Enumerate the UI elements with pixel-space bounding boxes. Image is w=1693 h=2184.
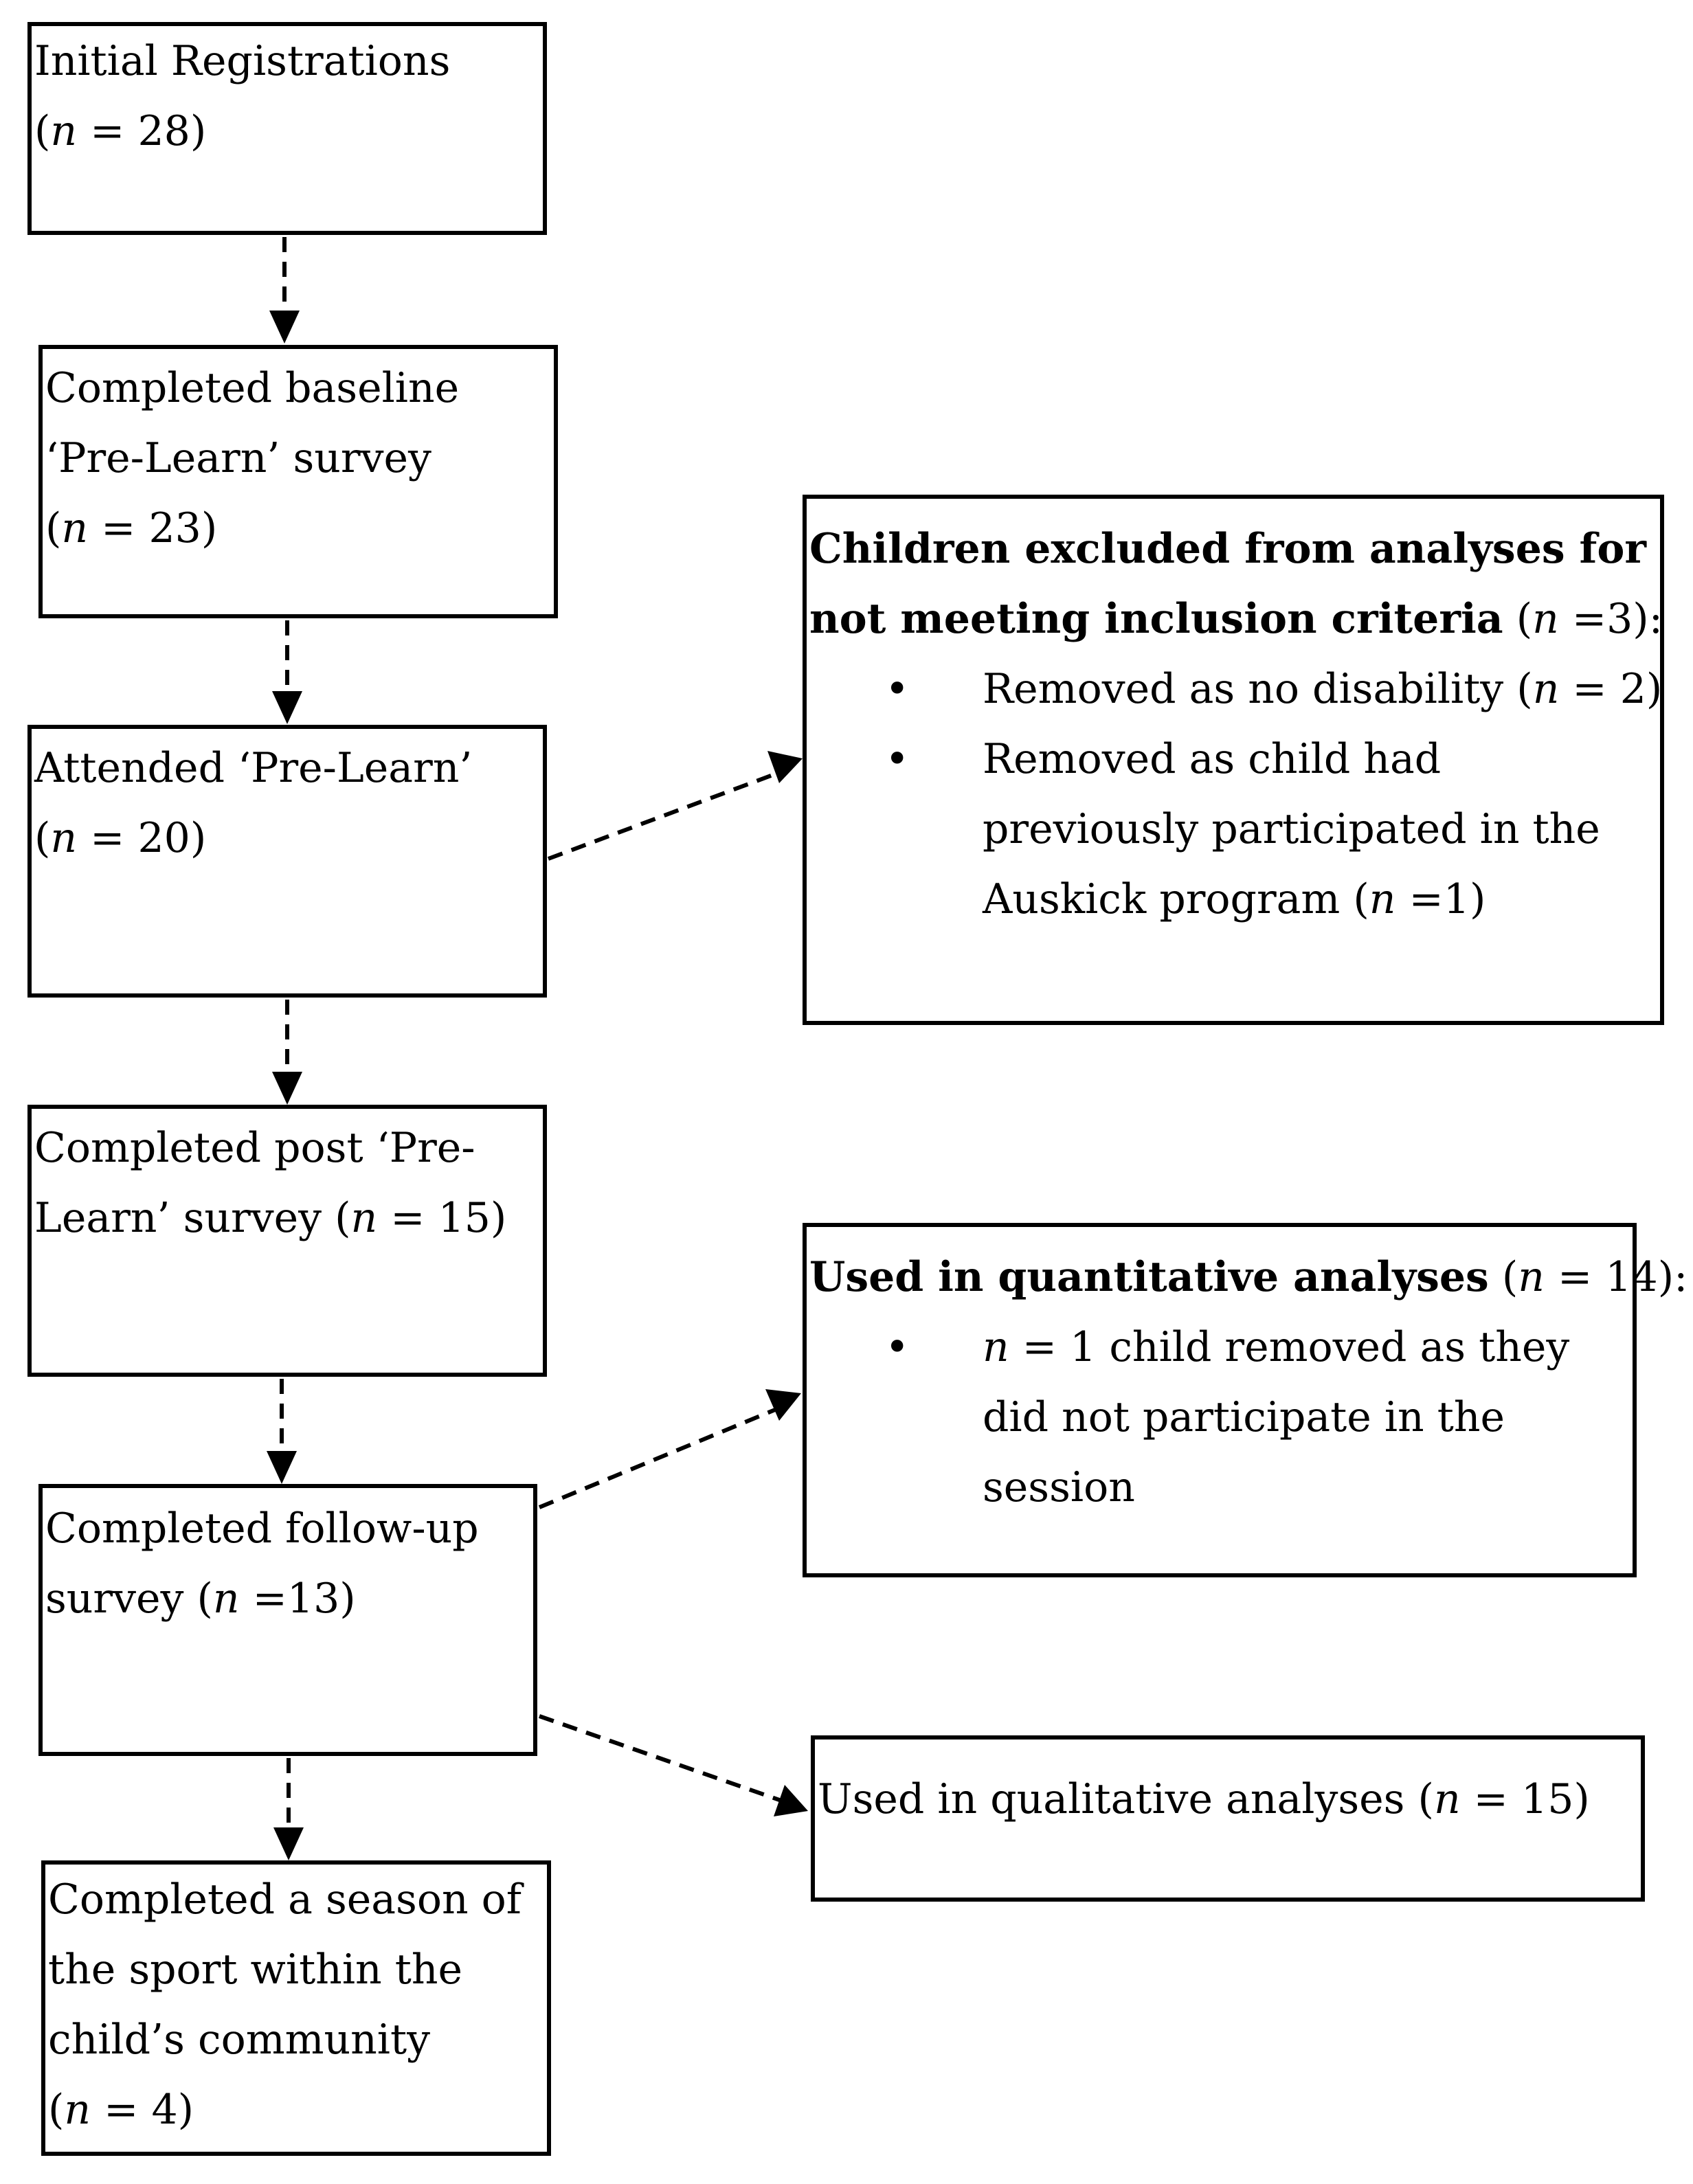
quantitative-heading: Used in quantitative analyses (n = 14): <box>809 1253 1688 1301</box>
follow-up-survey-box: Completed follow-up survey (n =13) <box>38 1484 537 1756</box>
attended-prelearn-box: Attended ‘Pre-Learn’ (n = 20) <box>27 725 547 998</box>
list-item: Removed as child had previously particip… <box>809 724 1660 934</box>
arrowhead <box>774 1785 808 1816</box>
arrowhead <box>269 311 300 344</box>
list-item: Removed as no disability (n = 2) <box>809 654 1663 724</box>
arrowhead <box>273 1827 304 1860</box>
arrowhead <box>765 1389 801 1421</box>
initial-registrations-box: Initial Registrations (n = 28) <box>27 22 547 235</box>
list-item-line: previously participated in the <box>983 805 1600 853</box>
box-line: Learn’ survey (n = 15) <box>34 1194 507 1242</box>
quantitative-bullet-list: n = 1 child removed as they did not part… <box>809 1312 1633 1522</box>
box-line: Initial Registrations <box>34 37 451 85</box>
box-line: child’s community <box>48 2016 430 2064</box>
arrowhead <box>767 751 803 783</box>
bullet-icon <box>885 1312 909 1382</box>
list-item-line: Removed as child had <box>983 735 1442 783</box>
arrowhead <box>272 691 302 724</box>
arrow-followup-to-qualitative <box>539 1714 784 1803</box>
box-line: (n = 4) <box>48 2086 194 2134</box>
list-item-line: Removed as no disability (n = 2) <box>983 665 1663 713</box>
list-item-line: did not participate in the <box>983 1393 1505 1441</box>
excluded-children-box: Children excluded from analyses for not … <box>803 495 1664 1025</box>
baseline-survey-box: Completed baseline ‘Pre-Learn’ survey (n… <box>38 345 558 618</box>
list-item-line: Auskick program (n =1) <box>983 875 1486 923</box>
completed-season-box: Completed a season of the sport within t… <box>41 1860 551 2156</box>
box-line: survey (n =13) <box>45 1575 356 1623</box>
arrowhead <box>267 1451 297 1484</box>
arrowhead <box>272 1072 302 1105</box>
excluded-heading-line-1: Children excluded from analyses for <box>809 525 1646 573</box>
box-line: (n = 23) <box>45 504 218 552</box>
excluded-heading-line-2: not meeting inclusion criteria (n =3): <box>809 595 1663 643</box>
bullet-icon <box>885 654 909 724</box>
post-prelearn-survey-box: Completed post ‘Pre- Learn’ survey (n = … <box>27 1105 547 1377</box>
box-line: Completed follow-up <box>45 1505 479 1553</box>
box-line: Completed a season of <box>48 1876 522 1924</box>
list-item-line: n = 1 child removed as they <box>983 1323 1570 1371</box>
quantitative-analyses-box: Used in quantitative analyses (n = 14): … <box>803 1223 1688 1577</box>
excluded-bullet-list: Removed as no disability (n = 2) Removed… <box>809 654 1663 934</box>
box-line: (n = 28) <box>34 107 207 155</box>
box-line: (n = 20) <box>34 814 207 862</box>
arrow-followup-to-quantitative <box>538 1408 776 1509</box>
qualitative-analyses-box: Used in qualitative analyses (n = 15) <box>811 1735 1645 1902</box>
arrow-attended-to-excluded <box>547 772 778 861</box>
qualitative-heading: Used in qualitative analyses (n = 15) <box>818 1775 1590 1823</box>
box-line: Attended ‘Pre-Learn’ <box>34 744 473 792</box>
list-item-line: session <box>983 1463 1135 1511</box>
box-line: ‘Pre-Learn’ survey <box>45 434 431 482</box>
box-line: Completed baseline <box>45 364 460 412</box>
bullet-icon <box>885 724 909 794</box>
box-line: Completed post ‘Pre- <box>34 1124 475 1172</box>
box-line: the sport within the <box>48 1946 462 1994</box>
list-item: n = 1 child removed as they did not part… <box>809 1312 1633 1522</box>
